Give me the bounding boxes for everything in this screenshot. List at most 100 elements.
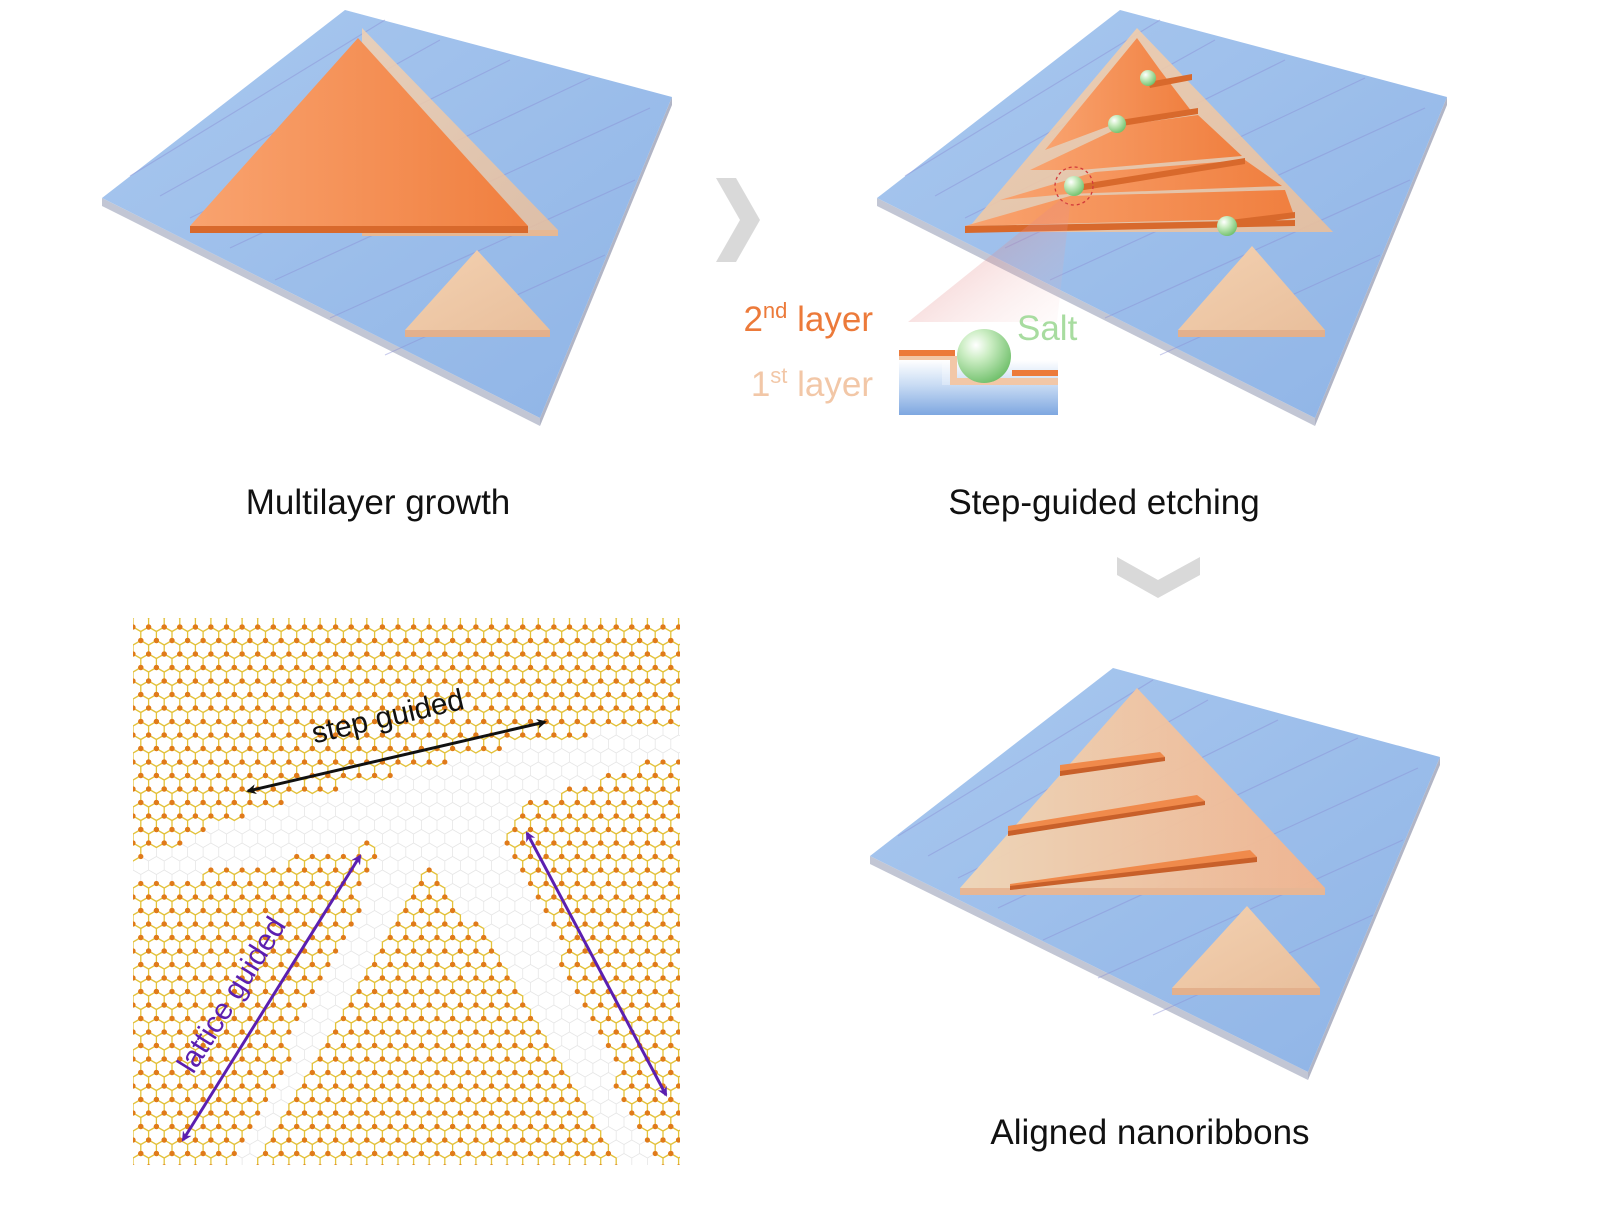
atom [426,678,432,684]
atom [411,732,417,738]
small-triangle [1178,246,1325,337]
atom [216,611,221,616]
atom [450,1150,456,1157]
panel-multilayer-growth [102,10,672,426]
atom [488,1002,495,1008]
atom [333,678,339,684]
atom [247,1123,253,1130]
atom [527,1096,534,1103]
atom [262,664,269,671]
atom [192,975,198,981]
atom [512,826,518,833]
atom [598,840,604,846]
atom [496,1015,502,1022]
atom [582,732,588,738]
atom [356,611,361,616]
atom [255,759,261,765]
atom [294,611,299,616]
atom [270,975,276,981]
atom [223,759,230,765]
atom [223,921,230,927]
atom [520,840,526,846]
atom [123,1151,128,1156]
atom [403,664,409,671]
atom [535,1083,541,1089]
atom [231,1069,237,1076]
atom [505,1164,509,1165]
atom [294,880,300,887]
atom [660,678,666,684]
atom [278,1042,284,1049]
atom [684,1016,689,1021]
atom [496,961,502,968]
atom [535,1110,541,1116]
atom [365,1164,369,1165]
atom [278,745,284,752]
atom [403,988,409,995]
atom [676,1164,680,1165]
atom [294,853,300,860]
atom [123,1016,128,1021]
atom [559,907,565,914]
atom [169,934,175,941]
atom [192,624,198,630]
atom [177,1056,183,1062]
atom [559,1150,565,1157]
atom [465,934,471,941]
atom [559,1096,565,1103]
atom [379,1110,385,1116]
atom [637,1069,643,1076]
atom [185,988,191,995]
atom [146,1110,152,1116]
atom [621,1096,627,1103]
atom [660,1110,666,1116]
atom [286,624,292,630]
atom [395,759,401,765]
atom [169,772,175,779]
atom [301,1002,308,1008]
atom [309,664,315,671]
atom [223,894,230,900]
atom [349,1164,353,1165]
inset-second-layer-left [899,350,955,356]
atom [512,1042,518,1049]
atom [278,637,284,644]
atom [442,678,448,684]
atom [504,705,510,711]
atom [684,1043,689,1048]
atom [629,1002,635,1008]
atom [598,1002,604,1008]
atom [216,880,222,887]
atom [488,705,495,711]
atom [520,1029,526,1035]
atom [146,975,152,981]
atom [262,1015,269,1022]
atom [566,786,573,792]
atom [348,678,354,684]
atom [309,1123,315,1130]
atom [177,1029,183,1035]
atom [379,1002,385,1008]
atom [169,691,175,698]
atom [418,934,424,941]
atom [621,907,627,914]
atom [450,637,456,644]
atom [457,1056,463,1062]
atom [270,678,276,684]
atom [605,907,612,914]
atom [442,1083,448,1089]
atom [395,624,401,630]
atom [552,1164,556,1165]
atom [481,1042,487,1049]
atom [161,1029,167,1035]
atom [287,1164,291,1165]
atom [123,908,128,913]
atom [146,1083,152,1089]
atom [668,880,674,887]
atom [465,961,471,968]
atom [348,1110,354,1116]
atom [566,894,573,900]
atom [559,1123,565,1130]
atom [247,1069,253,1076]
atom [434,1123,440,1130]
